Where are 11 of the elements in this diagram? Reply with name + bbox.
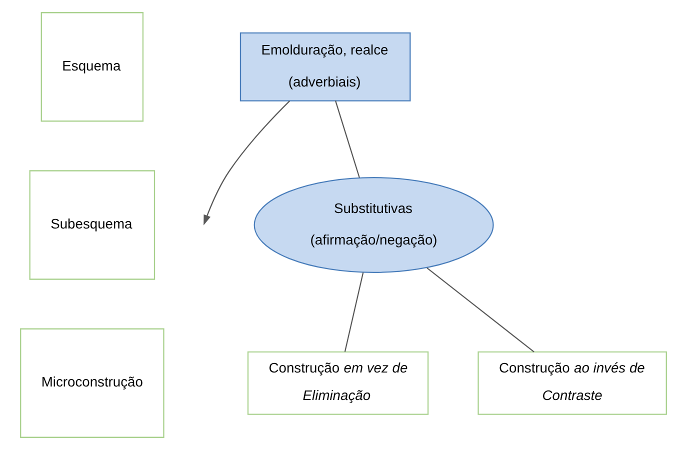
arrow	[203, 100, 290, 226]
node-box: Esquema	[40, 12, 144, 122]
node-box: Construção em vez de Eliminação	[246, 351, 428, 415]
node-box: Microconstrução	[20, 328, 164, 438]
node-box: Emolduração, realce (adverbiais)	[239, 32, 410, 102]
node-box: Construção ao invés de Contraste	[477, 351, 666, 415]
connector	[334, 100, 360, 178]
connector	[426, 267, 534, 352]
connector	[344, 272, 364, 352]
node-ellipse: Substitutivas (afirmação/negação)	[253, 177, 494, 273]
node-box: Subesquema	[28, 170, 155, 280]
